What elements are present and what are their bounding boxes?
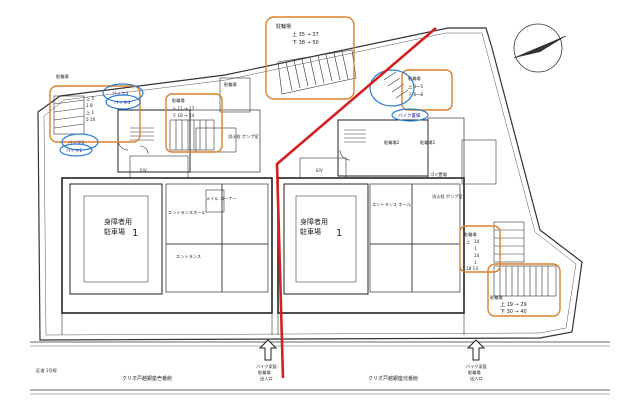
label-bike-parking2: 駐輪場2 bbox=[384, 139, 400, 146]
label-parking-left: 駐輪場 bbox=[56, 73, 69, 80]
bike-stalls-circle bbox=[383, 71, 409, 99]
left-building-name: クリオ戸越銀座壱番館 bbox=[122, 375, 172, 382]
label-elevator-right: E/V bbox=[316, 168, 323, 173]
box-rm-l3: 14 bbox=[474, 253, 480, 258]
label-entrance-hall-left: エントランスホール bbox=[168, 210, 206, 216]
box-tr-upper: 上 35 → 37 bbox=[292, 31, 319, 38]
box-rm-l1: 14 bbox=[474, 239, 480, 244]
entrance-arrow-left bbox=[258, 339, 278, 361]
box-rm-l2: 1 bbox=[474, 246, 477, 251]
bike-box-bottom-right bbox=[487, 263, 561, 317]
box-cr-upper: 上 3～5 bbox=[408, 83, 423, 89]
blue-annotations bbox=[59, 69, 429, 157]
label-entrance: エントランス bbox=[176, 254, 201, 260]
bike-stalls-left bbox=[53, 95, 85, 135]
box-br-upper: 上 19 → 29 bbox=[500, 301, 527, 308]
north-arrow-icon bbox=[513, 23, 567, 73]
label-entrance-hall-right: エントランス ホール bbox=[372, 202, 411, 208]
label-elevator-left: E/V bbox=[140, 168, 147, 173]
box-ls-upper: 上 5 bbox=[86, 95, 95, 101]
bike-stalls-top-left bbox=[169, 119, 215, 151]
label-mail: メイル コーナー bbox=[206, 196, 237, 202]
box-rm-l4: 1 bbox=[474, 260, 477, 265]
box-ls-l2: 上 1 bbox=[86, 109, 95, 115]
bike-lot-4: バイク4 bbox=[114, 100, 130, 106]
box-ls-l3: 5 10 bbox=[86, 117, 96, 122]
bike-stalls-bottom-right bbox=[493, 265, 557, 297]
box-tr-title: 駐輪場 bbox=[276, 23, 291, 30]
bike-entrance-left-3: 出入口 bbox=[260, 375, 273, 382]
box-rm-title: 駐輪場 bbox=[464, 231, 477, 238]
box-ls-l1: 1 8 bbox=[86, 103, 93, 108]
left-building bbox=[61, 77, 273, 335]
left-accessible-number: 1 bbox=[132, 228, 138, 239]
right-accessible-label-2: 駐車場 bbox=[300, 227, 321, 236]
box-br-title: 駐輪場 bbox=[490, 294, 503, 301]
box-cr-title: 駐輪場 bbox=[408, 75, 421, 82]
bike-box-right-mid bbox=[459, 225, 501, 273]
box-rm-l5: 18 13 bbox=[466, 266, 478, 271]
bike-lot-yard: バイク置場 bbox=[398, 112, 421, 119]
label-bike-parking1: 駐輪場1 bbox=[420, 139, 436, 146]
box-cr-lower: 下 6～8 bbox=[408, 92, 423, 98]
entrance-arrow-right bbox=[466, 339, 486, 361]
bike-box-left-side bbox=[49, 85, 141, 143]
bike-lot-2: バイク2 bbox=[68, 140, 84, 146]
bike-entrance-right-1: バイク家庭 bbox=[466, 363, 488, 370]
left-accessible-label-2: 駐車場 bbox=[104, 227, 125, 236]
site-boundary-inner bbox=[43, 32, 577, 336]
bike-entrance-left-2: 駐輪場 bbox=[258, 369, 271, 376]
box-tl-title: 駐輪場 bbox=[172, 97, 185, 104]
bike-box-top-left bbox=[165, 93, 223, 153]
orange-annotations bbox=[49, 16, 561, 317]
box-br-lower: 下 30 → 40 bbox=[500, 309, 527, 315]
left-accessible-label-1: 身障者用 bbox=[104, 217, 132, 226]
right-accessible-number: 1 bbox=[336, 228, 342, 239]
label-garbage: ゴミ置場 bbox=[430, 171, 448, 178]
box-tl-lower: 下 18 → 24 bbox=[172, 113, 195, 119]
bike-lot-3: バイク3 bbox=[112, 91, 128, 97]
bike-box-top-right bbox=[265, 16, 355, 100]
bike-lot-1: バイク1 bbox=[66, 148, 82, 154]
road-label: 区道 1号線 bbox=[36, 367, 58, 374]
box-rm-u: 上 bbox=[466, 238, 470, 244]
road bbox=[30, 341, 610, 395]
bike-entrance-right-3: 出入口 bbox=[470, 375, 483, 382]
bike-stalls-top-right bbox=[277, 49, 357, 95]
right-building-name: クリオ戸越銀座弐番館 bbox=[368, 375, 418, 382]
red-divider-line bbox=[275, 27, 437, 379]
site-boundary bbox=[37, 27, 583, 341]
label-parking-top-left: 駐輪場 bbox=[224, 81, 237, 88]
bike-entrance-right-2: 駐輪場 bbox=[468, 369, 481, 376]
box-tr-lower: 下 38 → 50 bbox=[292, 40, 319, 46]
label-pump-left: 消火栓 ポンプ室 bbox=[228, 133, 259, 140]
right-accessible-label-1: 身障者用 bbox=[300, 217, 328, 226]
bike-box-circle-right bbox=[401, 69, 453, 111]
bike-entrance-left-1: バイク家庭 bbox=[256, 363, 278, 370]
label-pump-right: 消火栓 ポンプ室 bbox=[432, 193, 463, 200]
box-tl-upper: 上 11 → 17 bbox=[172, 105, 195, 111]
